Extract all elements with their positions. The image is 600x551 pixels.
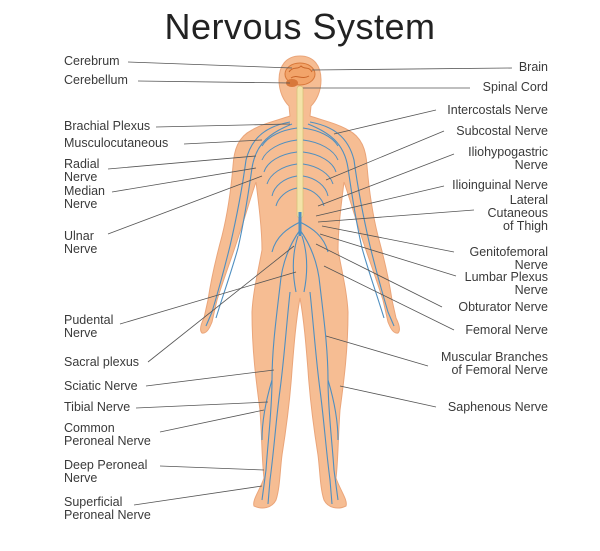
diagram-title: Nervous System bbox=[164, 6, 436, 47]
leader-iliohypogastric bbox=[317, 153, 455, 207]
leader-intercostals bbox=[333, 109, 437, 135]
label-median-nerve: Median Nerve bbox=[64, 184, 105, 211]
rib bbox=[263, 151, 337, 173]
label-musculocutaneous: Musculocutaneous bbox=[64, 136, 169, 150]
left-leg-nerve bbox=[267, 291, 291, 505]
label-lateral-cutaneous-thigh: Lateral Cutaneous of Thigh bbox=[487, 193, 548, 233]
label-pudental-nerve: Pudental Nerve bbox=[64, 313, 114, 340]
label-tibial-nerve: Tibial Nerve bbox=[64, 400, 131, 414]
label-ulnar-nerve: Ulnar Nerve bbox=[64, 229, 98, 256]
leader-common-peroneal bbox=[159, 409, 265, 433]
pelvic-nerve bbox=[292, 235, 308, 293]
right-arm-nerve bbox=[309, 121, 395, 327]
label-cerebellum: Cerebellum bbox=[64, 73, 128, 87]
label-ilioinguinal-nerve: Ilioinguinal Nerve bbox=[452, 178, 548, 192]
leader-musculocutaneous bbox=[183, 139, 263, 145]
label-intercostals-nerve: Intercostals Nerve bbox=[447, 103, 548, 117]
leader-subcostal bbox=[325, 130, 445, 181]
left-arm-nerve bbox=[215, 123, 293, 319]
label-cerebrum: Cerebrum bbox=[64, 54, 120, 68]
rib bbox=[271, 175, 329, 197]
brain-illustration bbox=[284, 62, 316, 87]
rib bbox=[261, 139, 339, 161]
left-arm-nerve bbox=[205, 121, 291, 327]
label-brain: Brain bbox=[518, 60, 548, 74]
label-sciatic-nerve: Sciatic Nerve bbox=[64, 379, 138, 393]
right-arm-nerve bbox=[307, 123, 385, 319]
label-femoral-nerve: Femoral Nerve bbox=[465, 323, 548, 337]
label-muscular-branches-femoral-nerve: Muscular Branches of Femoral Nerve bbox=[441, 350, 548, 377]
leader-sciatic-nerve bbox=[145, 369, 275, 387]
leader-sacral-plexus bbox=[147, 245, 295, 363]
label-subcostal-nerve: Subcostal Nerve bbox=[456, 124, 548, 138]
label-obturator-nerve: Obturator Nerve bbox=[458, 300, 548, 314]
leader-genitofemoral bbox=[321, 225, 455, 253]
leader-obturator bbox=[315, 243, 443, 308]
spine-column bbox=[296, 85, 304, 219]
rib bbox=[266, 163, 334, 185]
spinal-cord-illustration bbox=[296, 85, 304, 236]
leader-tibial-nerve bbox=[135, 401, 269, 409]
leader-saphenous bbox=[339, 385, 437, 408]
leader-pudental-nerve bbox=[119, 271, 297, 325]
cerebellum-shape bbox=[286, 79, 298, 87]
leader-lines bbox=[107, 61, 513, 506]
label-deep-peroneal-nerve: Deep Peroneal Nerve bbox=[64, 458, 148, 485]
leader-lumbar-plexus bbox=[319, 233, 457, 277]
leader-brain bbox=[311, 67, 513, 71]
label-common-peroneal-nerve: Common Peroneal Nerve bbox=[64, 421, 151, 448]
right-leg-nerve bbox=[309, 291, 333, 505]
ribcage-nerves bbox=[261, 127, 339, 207]
label-brachial-plexus: Brachial Plexus bbox=[64, 119, 151, 133]
label-radial-nerve: Radial Nerve bbox=[64, 157, 100, 184]
pelvic-nerve bbox=[271, 221, 329, 253]
leader-ulnar-nerve bbox=[107, 175, 263, 235]
leader-femoral bbox=[323, 265, 455, 331]
label-sacral-plexus: Sacral plexus bbox=[64, 355, 140, 369]
label-iliohypogastric-nerve: Iliohypogastric Nerve bbox=[468, 145, 548, 172]
pelvic-nerve bbox=[279, 229, 321, 287]
label-spinal-cord: Spinal Cord bbox=[482, 80, 548, 94]
leader-radial-nerve bbox=[107, 155, 257, 170]
leader-brachial-plexus bbox=[155, 123, 291, 128]
peripheral-nerves bbox=[205, 121, 395, 505]
leader-muscular-branches bbox=[325, 335, 429, 367]
leader-ilioinguinal bbox=[315, 185, 445, 217]
leader-deep-peroneal bbox=[159, 465, 265, 471]
right-leg-nerve bbox=[327, 379, 339, 441]
label-lumbar-plexus-nerve: Lumbar Plexus Nerve bbox=[464, 270, 548, 297]
leader-lateral-cutaneous bbox=[317, 209, 475, 223]
label-genitofemoral-nerve: Genitofemoral Nerve bbox=[469, 245, 548, 272]
leader-median-nerve bbox=[111, 167, 257, 193]
label-saphenous-nerve: Saphenous Nerve bbox=[447, 400, 548, 414]
leader-superficial-peroneal bbox=[133, 485, 263, 506]
left-leg-nerve bbox=[261, 379, 273, 441]
leader-cerebrum bbox=[127, 61, 293, 69]
leader-cerebellum bbox=[137, 80, 291, 84]
rib bbox=[261, 127, 339, 147]
label-superficial-peroneal-nerve: Superficial Peroneal Nerve bbox=[64, 495, 151, 522]
brain-folds bbox=[288, 65, 313, 79]
